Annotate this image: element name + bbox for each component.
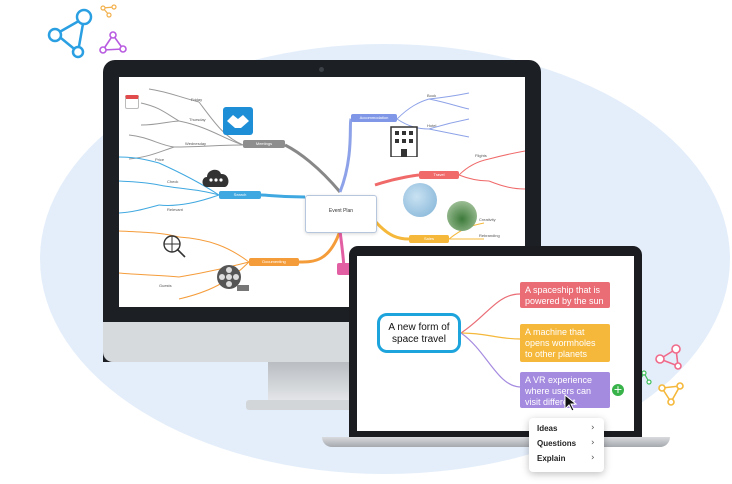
laptop-base	[322, 437, 670, 447]
webcam	[319, 67, 324, 72]
leaf-relevant: Relevant	[167, 207, 183, 212]
idea-node-sun[interactable]: A spaceship that is powered by the sun	[520, 282, 610, 308]
laptop-screen: A new form of space travel A spaceship t…	[357, 256, 634, 431]
leaf-guests: Guests	[159, 283, 172, 288]
film-reel-icon	[217, 265, 249, 291]
chat-cloud-icon	[202, 169, 229, 187]
chevron-right-icon: ›	[591, 423, 595, 433]
idea-node-wormholes[interactable]: A machine that opens wormholes to other …	[520, 324, 610, 362]
leaf-friday: Friday	[191, 97, 203, 102]
laptop: A new form of space travel A spaceship t…	[349, 246, 642, 437]
network-icon-orange	[100, 4, 117, 18]
network-icon-purple	[99, 31, 127, 54]
building-icon	[390, 126, 418, 157]
basketball-icon	[163, 235, 186, 258]
menu-item-questions[interactable]: Questions	[537, 439, 577, 448]
chevron-right-icon: ›	[591, 438, 595, 448]
node-meetings[interactable]: Meetings	[243, 140, 285, 148]
context-menu: Ideas › Questions › Explain ›	[529, 418, 604, 472]
leaf-hotel: Hotel	[427, 123, 437, 128]
desktop-mindmap-branches	[119, 88, 525, 300]
handshake-icon	[223, 107, 253, 135]
globe-icon	[403, 183, 437, 217]
plus-icon[interactable]: +	[612, 383, 624, 396]
chevron-right-icon: ›	[591, 453, 595, 463]
network-icon-blue	[47, 8, 93, 59]
menu-item-explain[interactable]: Explain	[537, 454, 566, 463]
node-search[interactable]: Search	[219, 191, 261, 199]
network-icon-yellow	[658, 382, 684, 406]
node-sales[interactable]: Sales	[409, 235, 449, 243]
node-event-plan[interactable]: Event Plan	[305, 195, 377, 233]
leaf-check: Check	[167, 179, 179, 184]
leaf-price: Price	[155, 157, 165, 162]
network-icon-pink	[655, 344, 682, 370]
leaf-wednesday: Wednesday	[185, 141, 207, 146]
leaf-creativity: Creativity	[479, 217, 496, 222]
leaf-book: Book	[427, 93, 437, 98]
node-pink[interactable]	[337, 263, 351, 275]
leaf-flights: Flights	[475, 153, 487, 158]
leaf-rebranding: Rebranding	[479, 233, 500, 238]
node-documenting[interactable]: Documenting	[249, 258, 299, 266]
laptop-mindmap-branches	[460, 293, 521, 388]
node-accommodation[interactable]: Accommodation	[351, 114, 397, 122]
desktop-screen: Meetings Accommodation Search Travel Doc…	[119, 77, 525, 307]
node-travel[interactable]: Travel	[419, 171, 459, 179]
calendar-icon	[125, 95, 139, 109]
menu-item-ideas[interactable]: Ideas	[537, 424, 558, 433]
desktop-foot	[246, 400, 398, 410]
desktop-monitor: Meetings Accommodation Search Travel Doc…	[103, 60, 541, 362]
leaf-thursday: Thursday	[189, 117, 206, 122]
plant-icon	[447, 201, 477, 231]
main-idea-node[interactable]: A new form of space travel	[377, 313, 461, 353]
cursor-icon	[564, 394, 578, 412]
event-plan-label: Event Plan	[328, 208, 354, 214]
